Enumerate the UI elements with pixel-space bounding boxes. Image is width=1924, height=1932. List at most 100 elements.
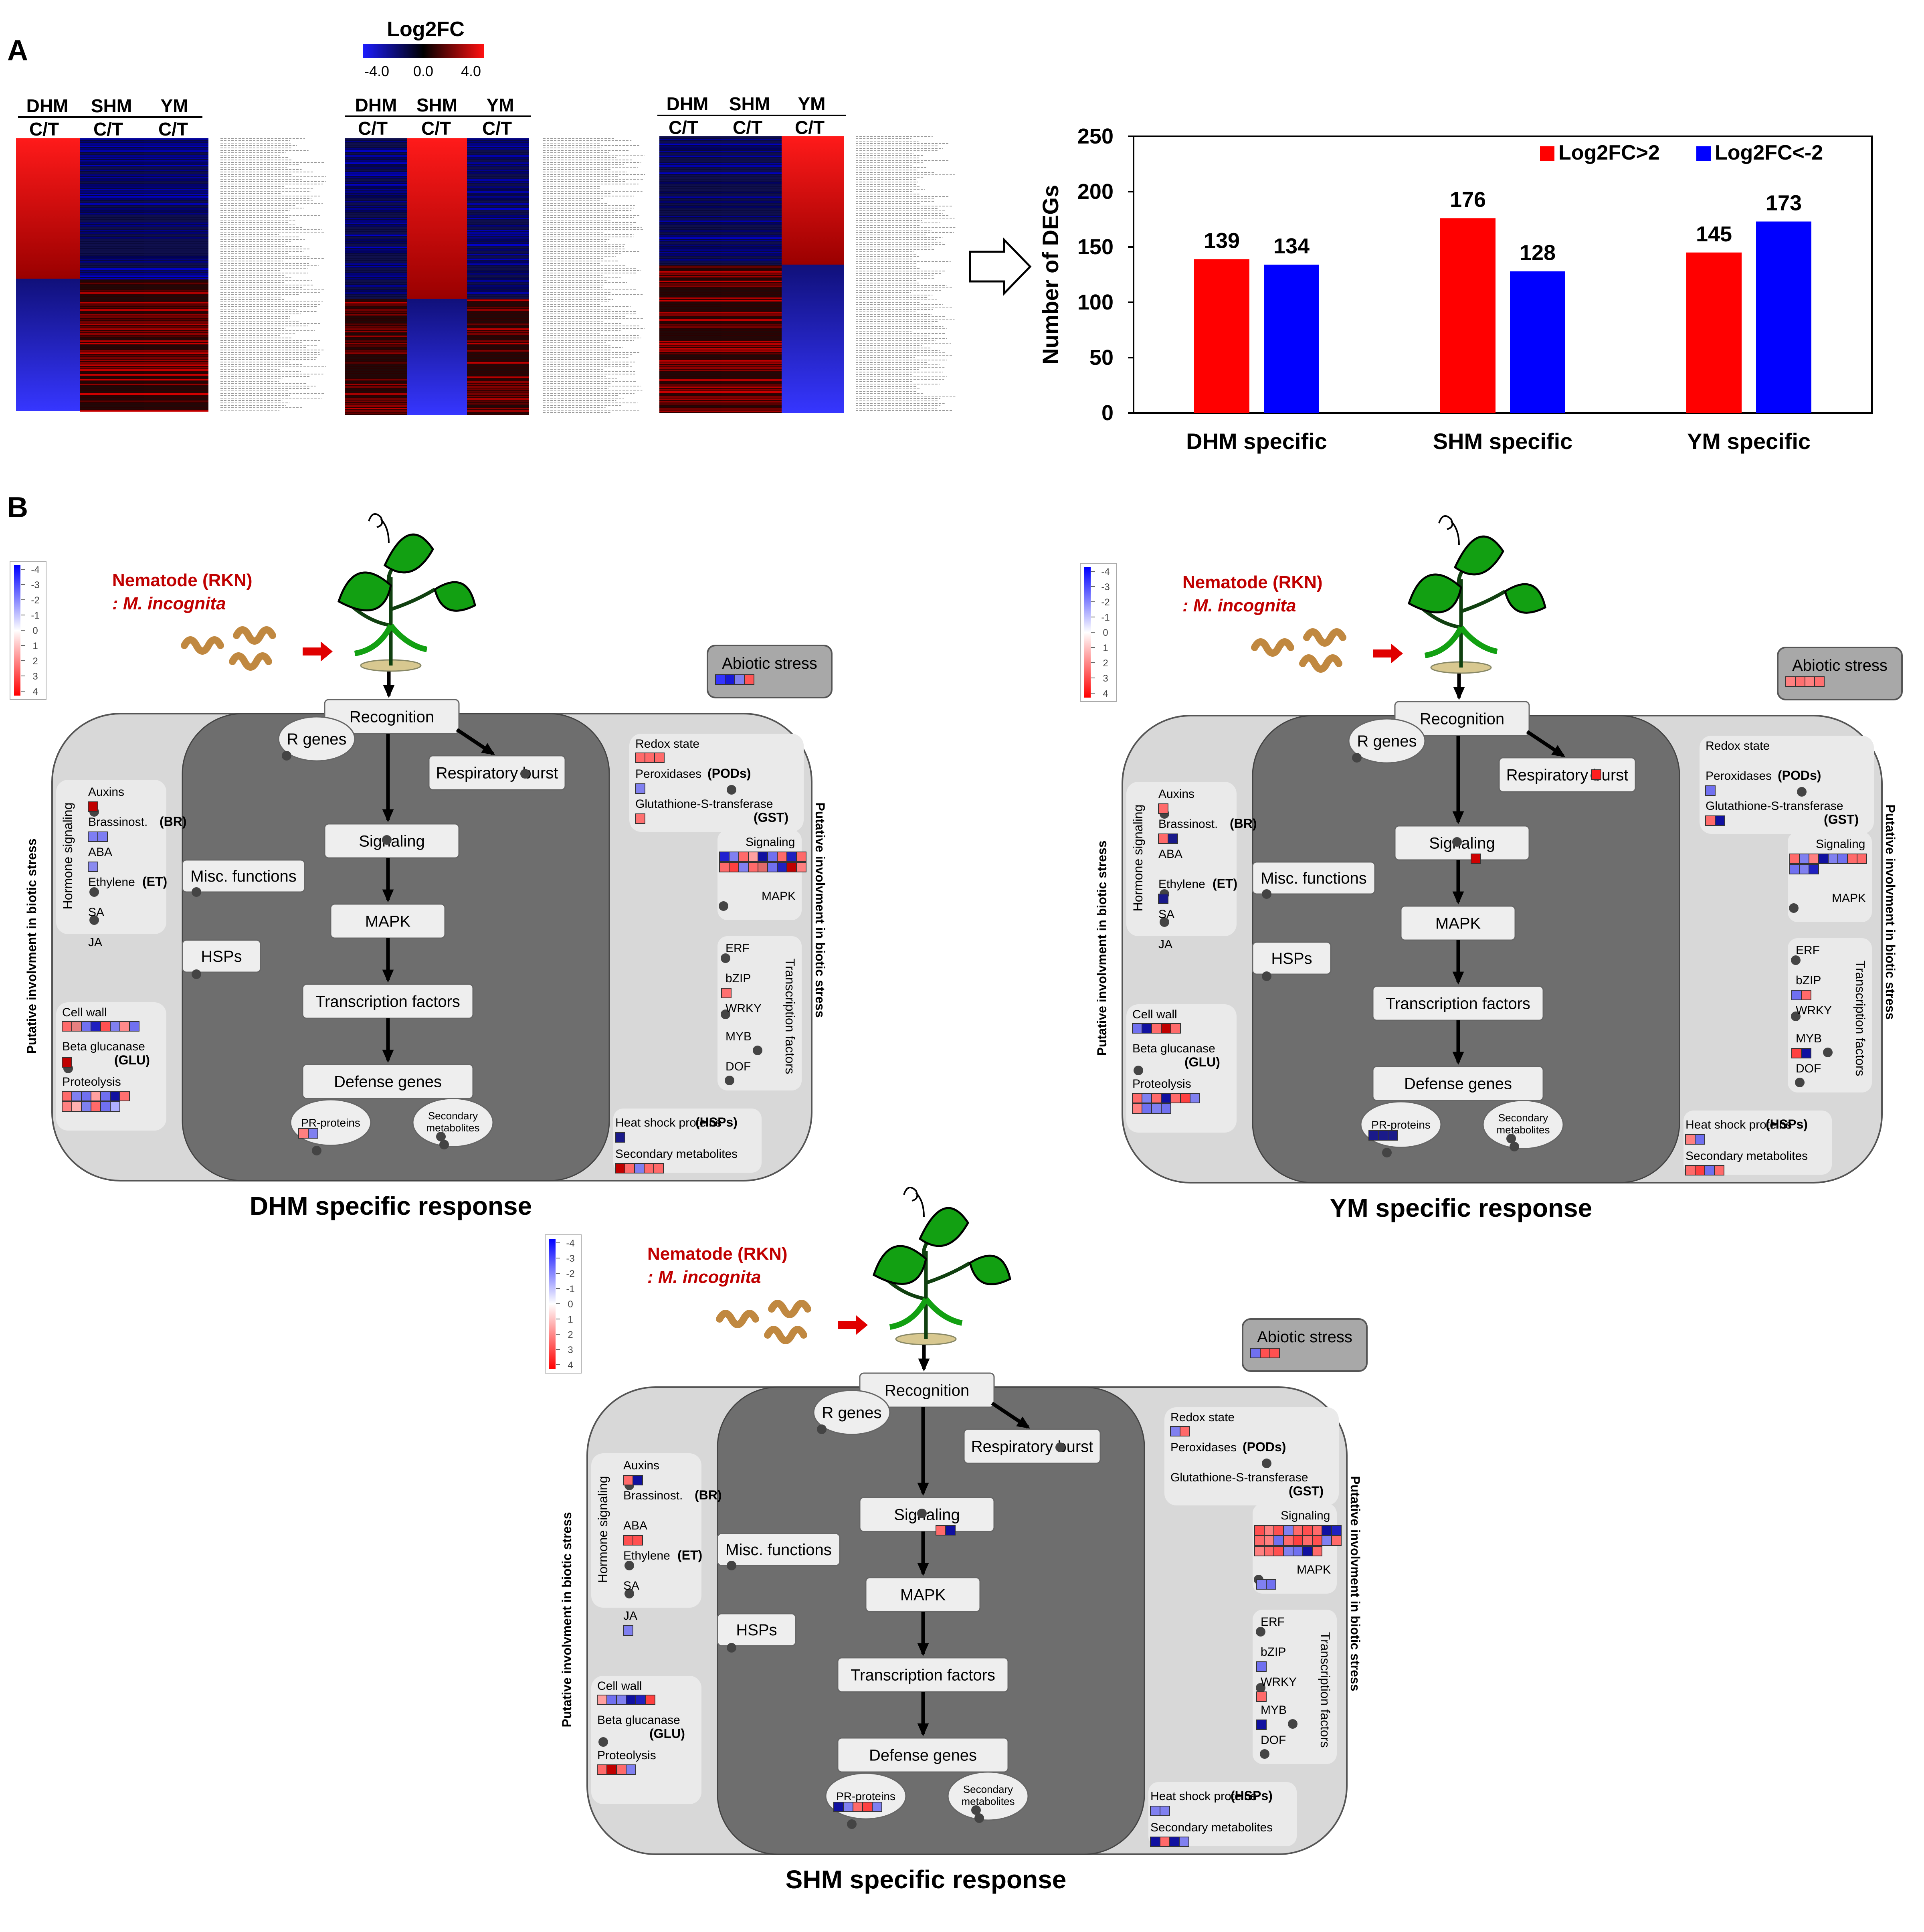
heatmap-sublabel: C/T — [669, 117, 698, 138]
heat-cell — [1785, 676, 1796, 687]
heat-cell — [1471, 854, 1481, 864]
node-dot — [1452, 837, 1462, 847]
color-scale-tick: -2 — [1101, 597, 1110, 608]
erf-label: ERF — [1261, 1615, 1285, 1629]
respiratory-burst-box-label: Respiratory burst — [971, 1438, 1093, 1456]
hsp-subpanel — [1684, 1111, 1832, 1175]
tf-side-label: Transcription factors — [1853, 961, 1867, 1076]
flow-arrowhead — [1551, 745, 1565, 757]
heat-cell — [606, 1695, 617, 1705]
heat-cell — [719, 862, 730, 872]
signaling-box-label: Signaling — [1429, 835, 1495, 852]
hsp-subpanel — [1148, 1782, 1297, 1846]
r-genes-oval — [813, 1390, 891, 1435]
bar-up — [1194, 259, 1249, 413]
dof-label: DOF — [1261, 1734, 1286, 1747]
heat-cell — [298, 1128, 309, 1139]
heat-cell — [758, 852, 768, 862]
heat-cell — [1170, 1023, 1181, 1034]
heat-cell — [1256, 1661, 1267, 1672]
color-scale-bar — [549, 1239, 556, 1369]
legend-entry: Log2FC>2 — [1558, 141, 1660, 164]
hsps-box — [717, 1613, 796, 1647]
bzip-label: bZIP — [1261, 1645, 1286, 1659]
heat-cell — [1161, 1093, 1171, 1103]
respiratory-burst-box — [963, 1428, 1101, 1464]
red-arrow-icon — [1373, 643, 1403, 664]
heat-cell — [1161, 1023, 1171, 1034]
heatmap-sublabel: C/T — [358, 118, 388, 139]
heat-cell — [1160, 1806, 1170, 1816]
heat-cell — [634, 1163, 645, 1173]
heat-cell — [1256, 1579, 1267, 1590]
heat-cell — [1791, 990, 1802, 1000]
dof-label: DOF — [1796, 1062, 1821, 1075]
heat-cell — [1704, 1165, 1715, 1175]
defense-genes-box — [302, 1064, 474, 1099]
plant-icon — [1407, 515, 1546, 674]
bar-down — [1510, 271, 1565, 413]
myb-label: MYB — [1796, 1032, 1822, 1045]
heat-cell — [1302, 1525, 1313, 1535]
node-dot — [727, 1643, 736, 1653]
nematode-icon — [716, 1310, 759, 1328]
right-secondary-metabolites-label: Secondary metabolites — [1686, 1149, 1808, 1163]
misc-functions-box — [1252, 861, 1376, 895]
heatmap-col-label: YM — [487, 95, 514, 115]
bar-up — [1440, 218, 1496, 413]
color-scale-tick: -3 — [31, 580, 39, 591]
flow-arrowhead — [1016, 1416, 1030, 1429]
heat-cell — [777, 852, 787, 862]
color-scale-tick: -2 — [566, 1268, 574, 1279]
nematode-label: Nematode (RKN) — [112, 570, 253, 590]
node-dot — [817, 1424, 827, 1434]
log2fc-tick-min: -4.0 — [364, 63, 389, 79]
heat-cell — [1809, 854, 1819, 864]
heat-cell — [654, 753, 665, 763]
heat-cell — [62, 1021, 72, 1032]
nematode-icon — [233, 626, 276, 645]
heat-cell — [1151, 1093, 1162, 1103]
redox-subpanel — [629, 734, 804, 832]
heat-cell — [1132, 1103, 1142, 1114]
heat-cell — [1264, 1546, 1274, 1556]
wrky-label: WRKY — [1261, 1675, 1297, 1689]
flow-arrowhead — [917, 1483, 929, 1496]
misc-functions-box — [717, 1533, 841, 1566]
heat-cell — [1801, 990, 1811, 1000]
heatmap-col-label: SHM — [91, 95, 132, 116]
heat-cell — [1799, 854, 1809, 864]
log2fc-tick-max: 4.0 — [461, 63, 481, 79]
proteolysis-label: Proteolysis — [62, 1075, 121, 1088]
heatmap-col-label: DHM — [667, 93, 709, 114]
tf-box-label: Transcription factors — [851, 1667, 995, 1684]
heat-cell — [1260, 1348, 1270, 1358]
heat-cell — [1151, 1023, 1162, 1034]
r-genes-oval-label: R genes — [822, 1404, 882, 1422]
heat-cell — [1801, 1048, 1811, 1058]
ja-label: JA — [1158, 938, 1172, 951]
respiratory-burst-box — [428, 755, 566, 791]
br-label: (BR) — [1230, 816, 1257, 831]
color-scale-tick: 1 — [32, 641, 38, 651]
heat-cell — [626, 1695, 636, 1705]
heat-cell — [1158, 833, 1168, 844]
node-dot — [1262, 889, 1271, 899]
heat-cell — [1273, 1546, 1284, 1556]
heatmap-sublabel: C/T — [733, 117, 762, 138]
plant-icon — [337, 513, 476, 672]
heat-cell — [1789, 854, 1800, 864]
redox-label: Redox state — [635, 737, 699, 751]
log2fc-tick-mid: 0.0 — [413, 63, 433, 79]
color-scale-bar — [14, 565, 20, 696]
heat-cell — [1269, 1348, 1280, 1358]
mapk-box-label: MAPK — [1435, 915, 1481, 933]
heat-cell — [1695, 1165, 1705, 1175]
gst-label: (GST) — [1824, 812, 1859, 827]
heat-cell — [796, 862, 806, 872]
heat-cell — [1791, 1048, 1802, 1058]
heat-cell — [748, 852, 758, 862]
nematode-species-label: : M. incognita — [112, 594, 226, 613]
heat-cell — [97, 831, 108, 842]
beta-glucanase-label: Beta glucanase — [1132, 1042, 1215, 1055]
